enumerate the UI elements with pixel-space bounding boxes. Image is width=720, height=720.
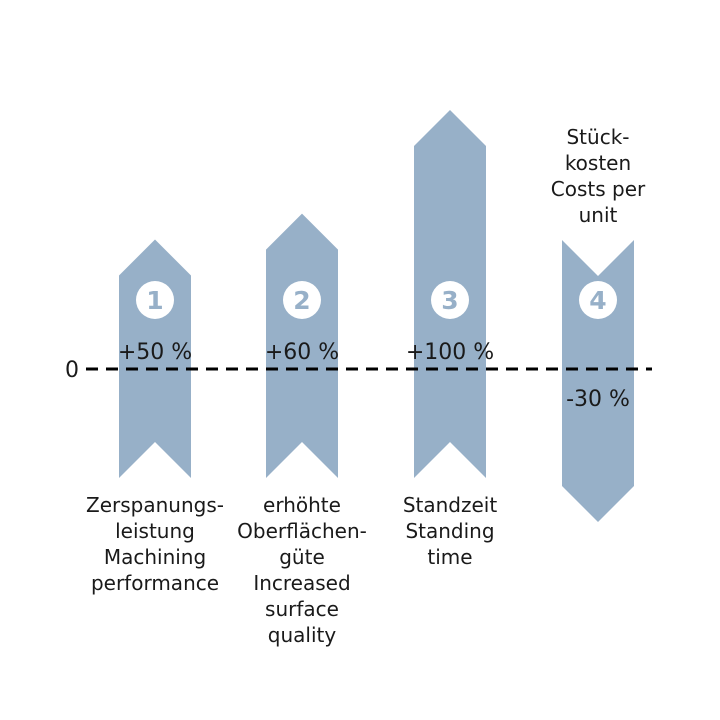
value-label-1: +50 % <box>118 340 192 365</box>
category-label-line: Oberflächen- <box>237 519 367 543</box>
category-label-line: kosten <box>564 151 632 175</box>
number-label-1: 1 <box>146 286 163 315</box>
category-label-line: güte <box>279 545 325 569</box>
number-circle-3 <box>431 281 469 319</box>
number-label-3: 3 <box>441 286 458 315</box>
arrow-bar-2 <box>266 213 338 478</box>
category-label-line: unit <box>578 203 618 227</box>
category-label-line: leistung <box>115 519 195 543</box>
arrow-bar-4 <box>562 240 634 522</box>
category-label-line: Standzeit <box>402 493 498 517</box>
category-label-line: Machining <box>103 545 207 569</box>
category-label-line: Zerspanungs- <box>86 493 224 517</box>
number-circle-1 <box>136 281 174 319</box>
category-label-line: performance <box>90 571 220 595</box>
number-label-4: 4 <box>589 286 606 315</box>
baseline-zero-label: 0 <box>65 358 79 383</box>
category-label-line: Standing <box>405 519 495 543</box>
number-label-2: 2 <box>293 286 310 315</box>
category-label-line: time <box>427 545 473 569</box>
value-label-4: -30 % <box>566 387 630 412</box>
category-label-line: quality <box>267 623 337 647</box>
number-circle-4 <box>579 281 617 319</box>
value-label-3: +100 % <box>406 340 494 365</box>
category-label-line: Stück- <box>566 125 630 149</box>
value-label-2: +60 % <box>265 340 339 365</box>
category-label-line: erhöhte <box>263 493 341 517</box>
category-label-line: Increased <box>253 571 351 595</box>
category-label-line: Costs per <box>550 177 646 201</box>
number-circle-2 <box>283 281 321 319</box>
category-label-line: surface <box>265 597 339 621</box>
